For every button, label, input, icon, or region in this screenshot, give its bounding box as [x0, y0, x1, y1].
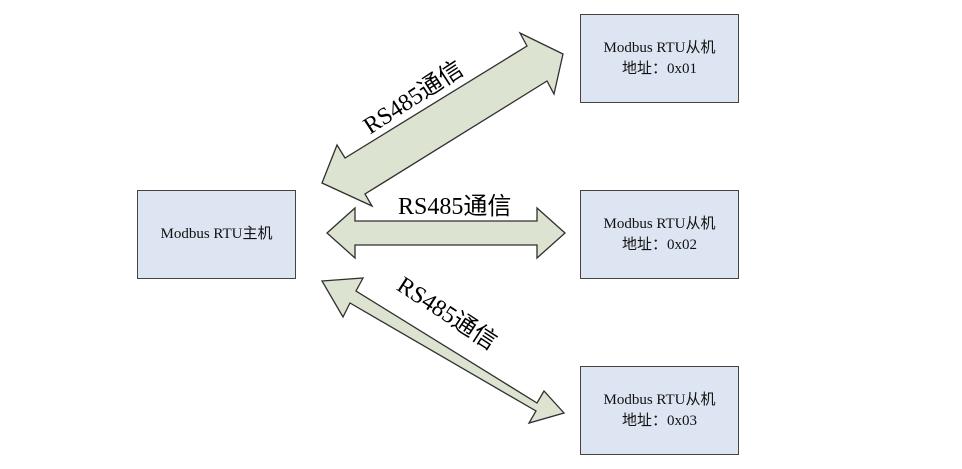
- slave-3-title: Modbus RTU从机: [603, 391, 716, 408]
- slave-3-address: 地址：0x03: [621, 412, 697, 429]
- master-label: Modbus RTU主机: [160, 226, 273, 242]
- slave-node-1: Modbus RTU从机 地址：0x01: [580, 14, 739, 103]
- master-node: Modbus RTU主机: [137, 190, 296, 279]
- double-arrow-icon-top: [321, 31, 564, 208]
- link-label-middle: RS485通信: [398, 194, 512, 220]
- slave-node-2: Modbus RTU从机 地址：0x02: [580, 190, 739, 279]
- slave-2-address: 地址：0x02: [621, 236, 697, 253]
- slave-1-title: Modbus RTU从机: [603, 39, 716, 56]
- slave-2-title: Modbus RTU从机: [603, 215, 716, 232]
- slave-node-3: Modbus RTU从机 地址：0x03: [580, 366, 739, 455]
- double-arrow-icon-middle: [326, 206, 566, 260]
- slave-1-address: 地址：0x01: [621, 60, 697, 77]
- double-arrow-icon-bottom: [320, 277, 566, 425]
